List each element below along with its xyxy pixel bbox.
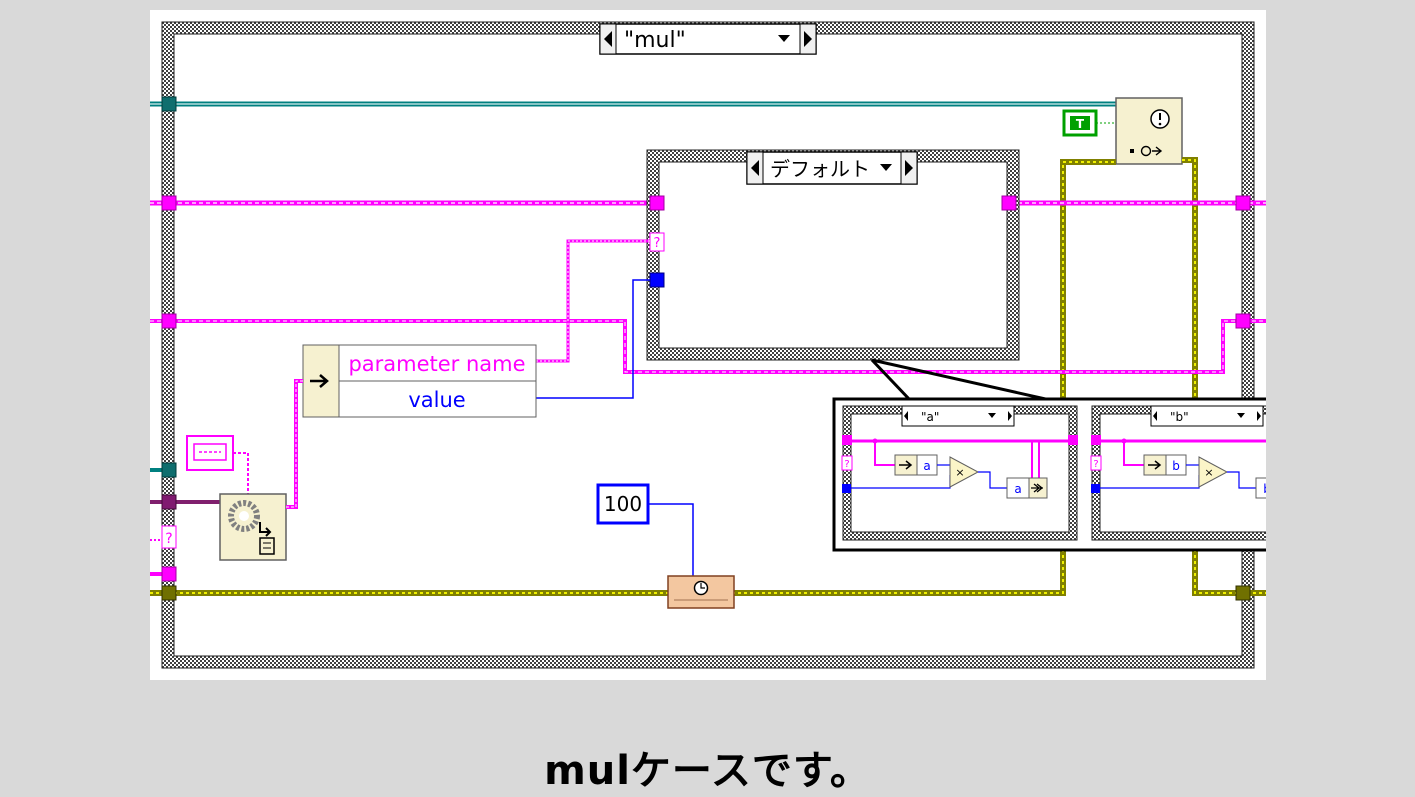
reference-wire [150, 96, 1116, 112]
inset-case-a-label: "a" [921, 410, 939, 424]
dropdown-arrow-icon[interactable] [880, 164, 892, 171]
variant-wire [536, 239, 650, 363]
inset-unbundle-field-a: a [923, 459, 930, 473]
unbundle-field-parameter-name: parameter name [348, 352, 525, 376]
wait-ms-node[interactable] [667, 575, 735, 609]
inset-case-b: "b" ? b × b [1090, 405, 1327, 541]
variant-tunnel-label: ? [654, 236, 661, 251]
inner-case-selector-label: デフォルト [770, 157, 870, 181]
outer-case-selector-label: "mul" [624, 28, 686, 53]
variant-tunnel-label: ? [1093, 459, 1098, 470]
dropdown-arrow-icon [988, 413, 996, 418]
error-node[interactable] [1115, 97, 1183, 165]
value-wire [536, 279, 650, 399]
cluster-wire-to-unbundle [286, 379, 303, 509]
inset-unbundle-field-b: b [1172, 459, 1180, 473]
multiply-node [1198, 456, 1229, 488]
left-terminals: ? [150, 462, 220, 582]
numeric-constant[interactable]: 100 [596, 483, 650, 525]
inner-case-structure: ? [646, 149, 1020, 361]
numeric-constant-value: 100 [604, 492, 642, 516]
inner-case-selector[interactable]: デフォルト [746, 151, 918, 185]
true-constant[interactable]: T [1062, 109, 1098, 137]
block-diagram: "mul" T [150, 10, 1338, 680]
inset-bundle-field-a: a [1014, 482, 1021, 496]
inset-panel: "a" ? a × a [832, 397, 1338, 552]
to-more-specific-class-node[interactable] [219, 493, 287, 561]
class-constant[interactable] [186, 435, 234, 471]
inset-operator-a: × [955, 466, 964, 479]
numeric-wire [648, 503, 694, 576]
true-constant-label: T [1076, 117, 1085, 131]
slide-caption: mulケースです。 [544, 748, 871, 794]
variant-tunnel-label: ? [165, 531, 172, 547]
unbundle-field-value: value [408, 388, 465, 412]
dropdown-arrow-icon[interactable] [778, 35, 790, 42]
error-cluster-wire [150, 157, 1266, 601]
callout-pointer [870, 358, 1051, 402]
inset-case-b-label: "b" [1170, 410, 1189, 424]
inset-case-a: "a" ? a × a [841, 405, 1078, 541]
multiply-node [949, 456, 980, 488]
class-wire [233, 452, 249, 494]
inset-bundle-field-b: b [1263, 482, 1266, 496]
outer-case-selector[interactable]: "mul" [599, 23, 817, 55]
inset-operator-b: × [1204, 466, 1213, 479]
variant-tunnel-label: ? [844, 459, 849, 470]
unbundle-by-name[interactable]: parameter name value [302, 344, 537, 418]
dropdown-arrow-icon [1237, 413, 1245, 418]
